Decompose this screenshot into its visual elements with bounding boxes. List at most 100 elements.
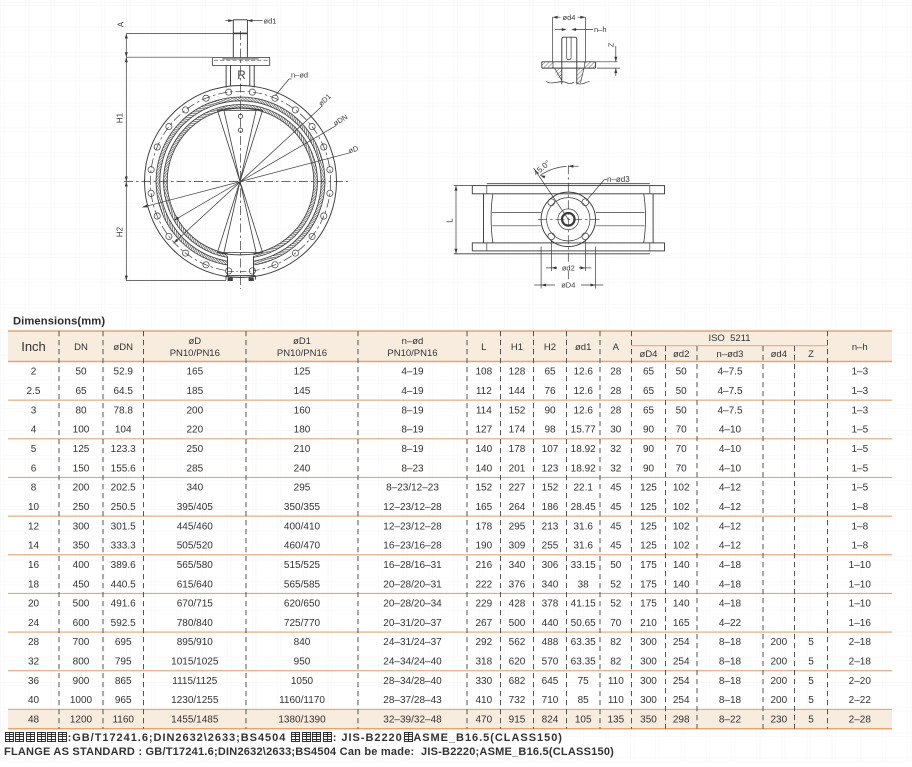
svg-text:22.1: 22.1 <box>573 483 593 494</box>
svg-text:592.5: 592.5 <box>111 618 136 629</box>
svg-text:350/355: 350/355 <box>284 502 321 513</box>
svg-text:20–28/20–34: 20–28/20–34 <box>383 599 442 610</box>
svg-text:38: 38 <box>578 579 590 590</box>
svg-text:333.3: 333.3 <box>111 541 136 552</box>
svg-text:2–22: 2–22 <box>849 695 872 706</box>
svg-text:8–23: 8–23 <box>401 463 424 474</box>
svg-text:1115/1125: 1115/1125 <box>172 676 217 687</box>
svg-text:63.35: 63.35 <box>571 637 596 648</box>
svg-text:389.6: 389.6 <box>111 560 136 571</box>
svg-text:10: 10 <box>28 502 40 513</box>
svg-text:200: 200 <box>770 657 787 668</box>
svg-text:330: 330 <box>475 676 492 687</box>
svg-text:52: 52 <box>610 579 622 590</box>
svg-text:460/470: 460/470 <box>284 541 321 552</box>
svg-text:201: 201 <box>509 463 526 474</box>
svg-text:145: 145 <box>294 386 311 397</box>
svg-text:450: 450 <box>73 579 90 590</box>
svg-text:5: 5 <box>808 676 814 687</box>
svg-text:24–34/24–40: 24–34/24–40 <box>383 657 442 668</box>
svg-text:1–8: 1–8 <box>851 521 868 532</box>
svg-text:65: 65 <box>544 367 556 378</box>
svg-text:292: 292 <box>475 637 492 648</box>
svg-text:52: 52 <box>610 599 622 610</box>
svg-text:18.92: 18.92 <box>571 444 596 455</box>
svg-text:108: 108 <box>475 367 492 378</box>
svg-text:110: 110 <box>608 695 624 706</box>
svg-text:5: 5 <box>808 715 814 726</box>
svg-text:2–20: 2–20 <box>849 676 872 687</box>
svg-text:700: 700 <box>73 637 90 648</box>
svg-text:488: 488 <box>542 637 559 648</box>
svg-text:5: 5 <box>31 444 37 455</box>
svg-text:L: L <box>481 342 486 353</box>
svg-text:12.6: 12.6 <box>573 386 593 397</box>
svg-text:140: 140 <box>673 599 690 610</box>
svg-text:1–3: 1–3 <box>851 367 868 378</box>
svg-text:76: 76 <box>544 386 556 397</box>
svg-text:4–18: 4–18 <box>719 599 742 610</box>
svg-text:45.0°: 45.0° <box>532 159 552 178</box>
svg-text:2: 2 <box>31 367 37 378</box>
svg-text:12.6: 12.6 <box>573 405 593 416</box>
svg-text:øD: øD <box>347 144 359 155</box>
svg-text:210: 210 <box>640 618 657 629</box>
svg-text:300: 300 <box>640 695 657 706</box>
svg-text:50: 50 <box>676 386 688 397</box>
svg-text:250.5: 250.5 <box>111 502 136 513</box>
svg-text:6: 6 <box>31 463 37 474</box>
svg-text:125: 125 <box>294 367 311 378</box>
svg-text:695: 695 <box>115 637 132 648</box>
svg-text:123.3: 123.3 <box>111 444 136 455</box>
svg-text:20–28/20–31: 20–28/20–31 <box>383 579 442 590</box>
svg-text:240: 240 <box>294 463 311 474</box>
svg-text:318: 318 <box>475 657 492 668</box>
svg-text:PN10/PN16: PN10/PN16 <box>170 348 220 359</box>
svg-text:32: 32 <box>28 657 40 668</box>
svg-text:Z: Z <box>808 349 814 360</box>
svg-text:32: 32 <box>610 463 622 474</box>
svg-text:100: 100 <box>73 425 90 436</box>
svg-text:160: 160 <box>294 405 311 416</box>
svg-text:565/585: 565/585 <box>284 579 321 590</box>
svg-text:4–18: 4–18 <box>719 560 742 571</box>
svg-text:70: 70 <box>676 463 688 474</box>
svg-text:14: 14 <box>28 541 40 552</box>
svg-text:18.92: 18.92 <box>571 463 596 474</box>
svg-text:340: 340 <box>542 579 559 590</box>
svg-text:1–10: 1–10 <box>849 599 872 610</box>
svg-text:185: 185 <box>186 386 203 397</box>
svg-text:340: 340 <box>186 483 203 494</box>
svg-text:28–37/28–43: 28–37/28–43 <box>383 695 442 706</box>
svg-text:ød4: ød4 <box>771 349 787 360</box>
svg-text:895/910: 895/910 <box>177 637 214 648</box>
svg-text:254: 254 <box>673 695 690 706</box>
svg-text:20: 20 <box>28 599 40 610</box>
svg-text:48: 48 <box>28 715 40 726</box>
svg-text:4–19: 4–19 <box>401 386 424 397</box>
svg-text:165: 165 <box>186 367 203 378</box>
svg-text:40: 40 <box>28 695 40 706</box>
svg-text:1–8: 1–8 <box>851 502 868 513</box>
svg-text:H2: H2 <box>544 342 556 353</box>
svg-text:1–16: 1–16 <box>849 618 872 629</box>
svg-text:82: 82 <box>610 657 622 668</box>
svg-text:213: 213 <box>542 521 559 532</box>
svg-text:562: 562 <box>509 637 526 648</box>
svg-text:227: 227 <box>509 483 526 494</box>
svg-text:165: 165 <box>475 502 492 513</box>
svg-text:200: 200 <box>186 405 203 416</box>
svg-text:470: 470 <box>475 715 492 726</box>
svg-text:428: 428 <box>509 599 526 610</box>
svg-text:200: 200 <box>770 695 787 706</box>
svg-text:505/520: 505/520 <box>177 541 214 552</box>
svg-text:50: 50 <box>676 405 688 416</box>
svg-text:725/770: 725/770 <box>284 618 321 629</box>
svg-text:31.6: 31.6 <box>573 541 593 552</box>
svg-text:200: 200 <box>770 637 787 648</box>
svg-text:65: 65 <box>643 405 655 416</box>
svg-text:1–5: 1–5 <box>851 483 868 494</box>
svg-text:1–3: 1–3 <box>851 405 868 416</box>
svg-text:127: 127 <box>475 425 492 436</box>
svg-text:80: 80 <box>75 405 87 416</box>
